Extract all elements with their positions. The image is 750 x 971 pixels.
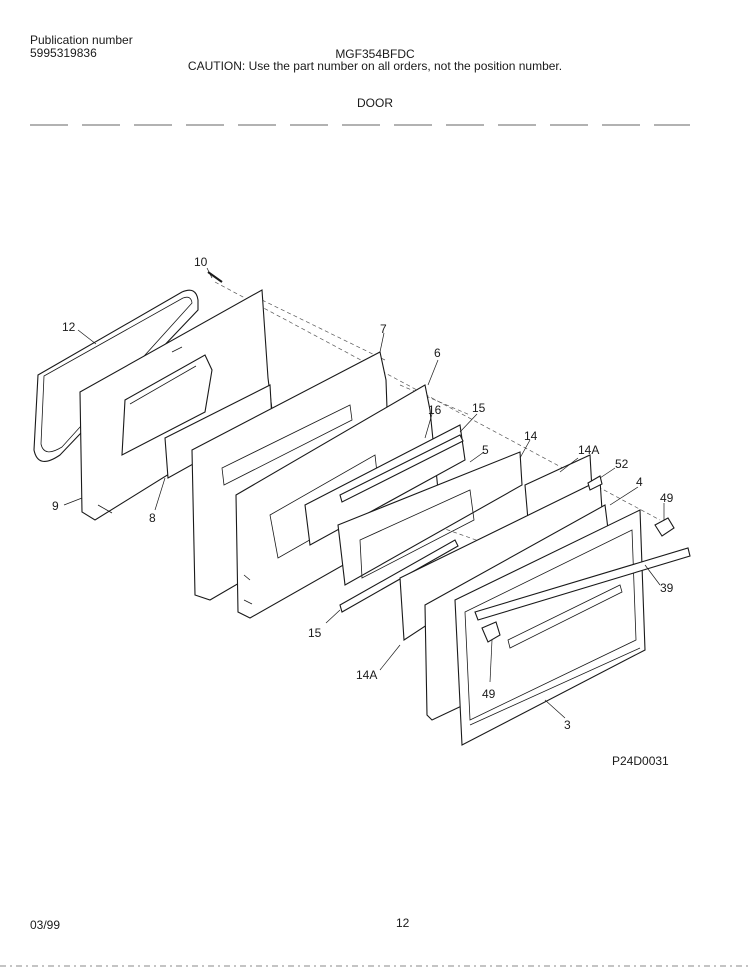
- callout-6: 6: [434, 346, 441, 360]
- callout-15-upper: 15: [472, 401, 486, 415]
- callout-15-lower: 15: [308, 626, 322, 640]
- callout-7: 7: [380, 322, 387, 336]
- part-15-retainer-upper: [339, 434, 464, 503]
- callout-10: 10: [194, 255, 208, 269]
- callout-49-right: 49: [660, 491, 674, 505]
- callout-39: 39: [660, 581, 674, 595]
- callout-14: 14: [524, 429, 538, 443]
- callout-12: 12: [62, 320, 76, 334]
- callout-49-left: 49: [482, 687, 496, 701]
- callout-14a-upper: 14A: [578, 443, 599, 457]
- part-15-retainer-lower: [339, 539, 459, 613]
- page-number: 12: [396, 916, 410, 930]
- callout-8: 8: [149, 511, 156, 525]
- part-49-end-cap-left: [481, 621, 501, 643]
- part-49-end-cap-right: [654, 517, 675, 537]
- part-39-handle: [474, 547, 691, 621]
- part-3-door-frame: [454, 509, 646, 746]
- part-5-inner-glass: [337, 451, 523, 586]
- callout-14a-lower: 14A: [356, 668, 377, 682]
- callout-52: 52: [615, 457, 629, 471]
- callout-5: 5: [482, 443, 489, 457]
- callout-labels: 10 12 9 8 7 6 16 15 5 14 14A 52 4 49 39 …: [52, 255, 674, 732]
- part-52-bracket: [587, 475, 603, 491]
- callout-3: 3: [564, 718, 571, 732]
- caution-note: CAUTION: Use the part number on all orde…: [187, 59, 563, 73]
- callout-4: 4: [636, 475, 643, 489]
- footer-date: 03/99: [30, 918, 61, 932]
- part-10-screw: [207, 271, 223, 283]
- section-title: DOOR: [357, 96, 393, 110]
- callout-9: 9: [52, 499, 59, 513]
- leader-lines: [63, 267, 665, 719]
- callout-16: 16: [428, 403, 442, 417]
- model-number: MGF354BFDC: [335, 47, 415, 61]
- publication-label: Publication number: [30, 33, 133, 47]
- diagram-code: P24D0031: [612, 754, 669, 768]
- publication-number: 5995319836: [30, 46, 97, 60]
